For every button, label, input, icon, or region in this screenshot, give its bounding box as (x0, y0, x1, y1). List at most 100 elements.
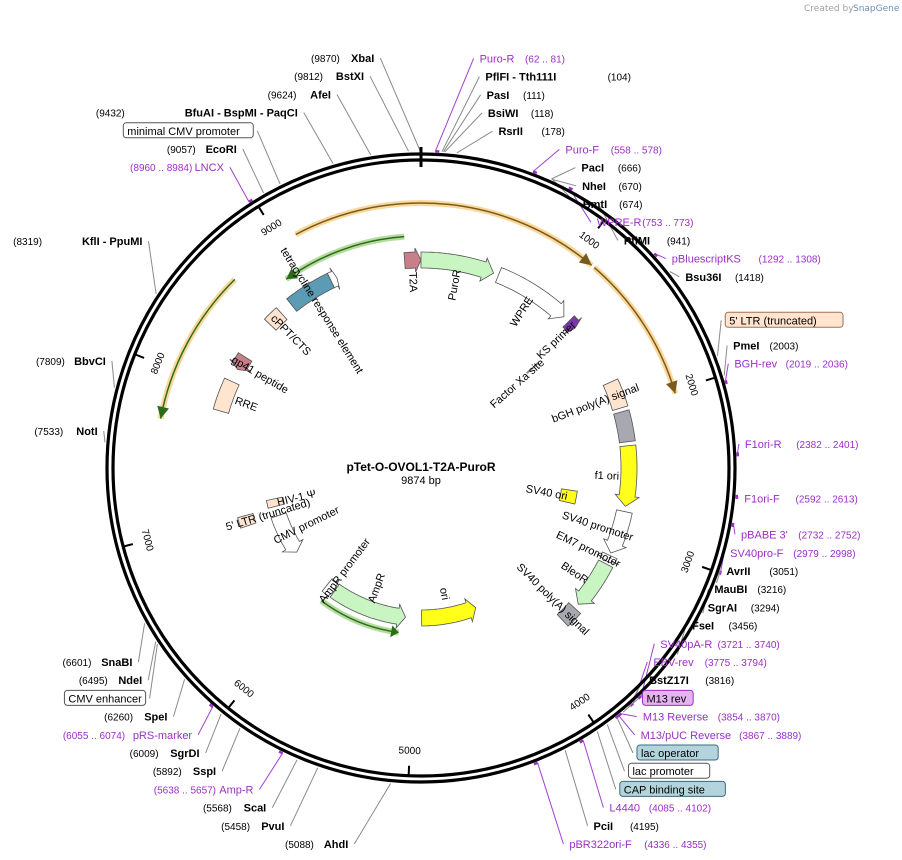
xbai-position: (9870) (311, 54, 340, 65)
cppt-cts-shape (263, 307, 288, 331)
leader-pflfi-tth111i (441, 76, 480, 152)
primer-site-pbluescriptks (653, 252, 658, 258)
wpre-shape (494, 267, 565, 320)
ampr-label: AmpR (366, 572, 388, 605)
tick-label-4000: 4000 (568, 692, 593, 714)
gp41-peptide-shape (229, 352, 253, 372)
bstxi-name: BstXI (336, 71, 364, 83)
minimal-cmv-promoter-box (122, 122, 254, 139)
f1ori-r-position: (2382 .. 2401) (796, 440, 858, 451)
leader-pcii (564, 750, 589, 826)
primer-site-m13-puc-reverse (614, 714, 620, 720)
leader-cmv-enhancer (149, 644, 158, 699)
rsrii-name: RsrII (498, 126, 522, 138)
sv40-polya-shape (556, 602, 582, 627)
lncx-name: LNCX (195, 162, 225, 174)
cmv-enhancer-box (63, 689, 147, 706)
leader-pmei (723, 345, 728, 376)
bstz17i-name: BstZ17I (649, 675, 689, 687)
wpre-r-name: WPRE-R (597, 217, 642, 229)
minimal-cmv-promoter-label: minimal CMV promoter (127, 126, 240, 138)
amp-r-name: Amp-R (219, 784, 253, 796)
leader-sspi (221, 728, 241, 772)
leader-avrii (716, 570, 721, 583)
ebv-rev-name: EBV-rev (653, 657, 694, 669)
l4440-position: (4085 .. 4102) (649, 804, 711, 815)
credit-brand: SnapGene (853, 4, 900, 14)
leader-lncx (229, 166, 250, 203)
puror-label: PuroR (446, 269, 463, 302)
bmti-name: BmtI (583, 199, 607, 211)
tick-label-1000: 1000 (577, 230, 602, 252)
m13-reverse-position: (3854 .. 3870) (718, 713, 780, 724)
ahdi-name: AhdI (324, 839, 348, 851)
pbabe-3-position: (2732 .. 2752) (798, 530, 860, 541)
plasmid-name: pTet-O-OVOL1-T2A-PuroR (346, 460, 495, 474)
puro-r-name: Puro-R (480, 53, 515, 65)
pcii-position: (4195) (630, 822, 659, 833)
leader-amp-r (259, 752, 284, 790)
ndei-position: (6495) (79, 676, 108, 687)
leader-bfuai-bspmi-paqci (303, 112, 334, 164)
puro-f-position: (558 .. 578) (611, 145, 662, 156)
pcii-name: PciI (594, 821, 614, 833)
pmei-name: PmeI (733, 340, 759, 352)
leader-pbr322ori-f (537, 762, 564, 845)
plasmid-size: 9874 bp (401, 475, 441, 487)
f1-ori-label: f1 ori (594, 470, 619, 483)
afei-name: AfeI (310, 89, 331, 101)
bmti-position: (674) (619, 200, 642, 211)
sv40pa-r-name: SV40pA-R (660, 639, 712, 651)
leader-bstxi (369, 75, 409, 152)
sv40pa-r-position: (3721 .. 3740) (718, 640, 780, 651)
sv40-ori-shape (558, 488, 578, 505)
m13-rev-box (641, 689, 694, 706)
kfli-ppumi-position: (8319) (13, 237, 42, 248)
scai-name: ScaI (244, 803, 267, 815)
orf-outer-3 (159, 278, 236, 419)
leader-minimal-cmv-promoter (256, 130, 281, 185)
primer-site-wpre-r (568, 186, 574, 191)
ori-label: ori (437, 587, 451, 601)
m13-reverse-name: M13 Reverse (643, 712, 708, 724)
m13-puc-reverse-position: (3867 .. 3889) (739, 731, 801, 742)
leader-5-ltr-truncated (717, 320, 722, 356)
bfuai-bspmi-paqci-position: (9432) (96, 109, 125, 120)
leader-rsrii (456, 130, 493, 154)
orf-outer-2-head (666, 380, 678, 394)
nhei-name: NheI (582, 181, 606, 193)
lac-operator-label: lac operator (641, 748, 699, 760)
leader-pvui (289, 767, 319, 827)
pbluescriptks-name: pBluescriptKS (672, 254, 741, 266)
primer-site-lncx (248, 198, 253, 203)
tick-label-2000: 2000 (683, 373, 700, 398)
ampr-shape (329, 583, 406, 630)
bbvci-position: (7809) (36, 357, 65, 368)
primer-site-puro-f (532, 170, 538, 175)
tick-1000 (597, 219, 605, 229)
bfuai-bspmi-paqci-name: BfuAI - BspMI - PaqCI (185, 108, 298, 120)
nhei-position: (670) (618, 182, 641, 193)
tick-4000 (587, 714, 595, 724)
backbone-ring (105, 147, 737, 784)
leader-spei (173, 678, 186, 717)
orf-outer-3-head (157, 405, 169, 419)
cppt-cts-label: cPPT/CTS (268, 313, 313, 359)
tick-9000 (257, 205, 265, 216)
orf-inner-green (285, 235, 405, 280)
lac-promoter-box (627, 762, 711, 779)
puror-shape (420, 251, 495, 282)
tick-label-5000: 5000 (398, 745, 421, 757)
spei-name: SpeI (144, 712, 167, 724)
xbai-name: XbaI (351, 53, 374, 65)
leader-sv40pa-r (640, 643, 655, 697)
noti-name: NotI (76, 426, 97, 438)
bstxi-position: (9812) (294, 72, 323, 83)
bgh-rev-name: BGH-rev (734, 359, 777, 371)
bsiwi-position: (118) (531, 109, 554, 120)
leader-sgrdi (205, 713, 222, 754)
pasi-position: (111) (523, 91, 545, 102)
bsiwi-name: BsiWI (488, 108, 519, 120)
m13-rev-label: M13 rev (646, 693, 686, 705)
